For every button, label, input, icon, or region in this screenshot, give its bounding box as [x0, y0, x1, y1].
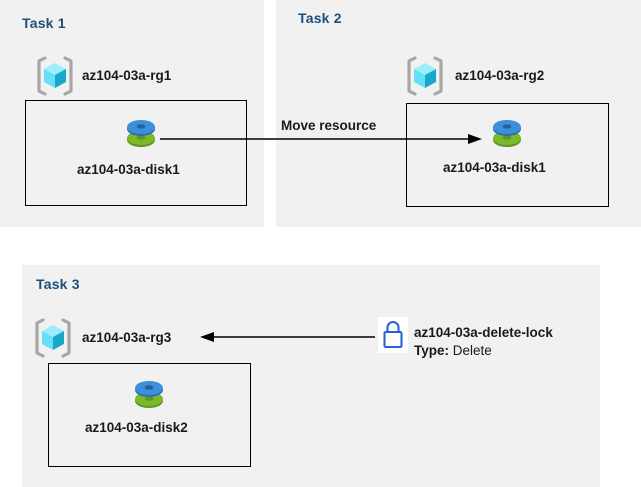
disk-label: az104-03a-disk1: [443, 160, 546, 175]
disk-label: az104-03a-disk2: [85, 420, 188, 435]
lock-type-key: Type:: [414, 343, 450, 358]
lock-icon: [378, 317, 408, 353]
resource-box-task-1: [25, 100, 247, 206]
resource-group-icon: [404, 56, 446, 96]
resource-group-label: az104-03a-rg2: [455, 68, 545, 83]
connector-arrow-move-resource: [160, 134, 482, 144]
disk-icon: [129, 375, 169, 415]
resource-group-icon: [32, 318, 74, 358]
resource-group-icon: [34, 56, 76, 96]
disk-icon: [487, 114, 527, 154]
resource-box-task-3: [48, 363, 251, 467]
panel-task-2: [276, 0, 641, 227]
disk-label: az104-03a-disk1: [77, 162, 180, 177]
disk-icon: [121, 114, 161, 154]
panel-title-task-1: Task 1: [22, 15, 66, 31]
panel-task-1: [0, 0, 264, 227]
resource-box-task-2: [406, 103, 609, 207]
lock-type-value-text: Delete: [452, 343, 492, 358]
connector-arrow-delete-lock: [200, 332, 375, 342]
panel-task-3: [22, 265, 600, 487]
lock-name-label: az104-03a-delete-lock: [414, 325, 553, 340]
panel-title-task-2: Task 2: [298, 10, 342, 26]
panel-title-task-3: Task 3: [36, 276, 80, 292]
lock-type-label: Type: Delete: [414, 343, 492, 358]
resource-group-label: az104-03a-rg1: [82, 68, 172, 83]
resource-group-label: az104-03a-rg3: [82, 330, 172, 345]
connector-label-move-resource: Move resource: [281, 118, 377, 133]
